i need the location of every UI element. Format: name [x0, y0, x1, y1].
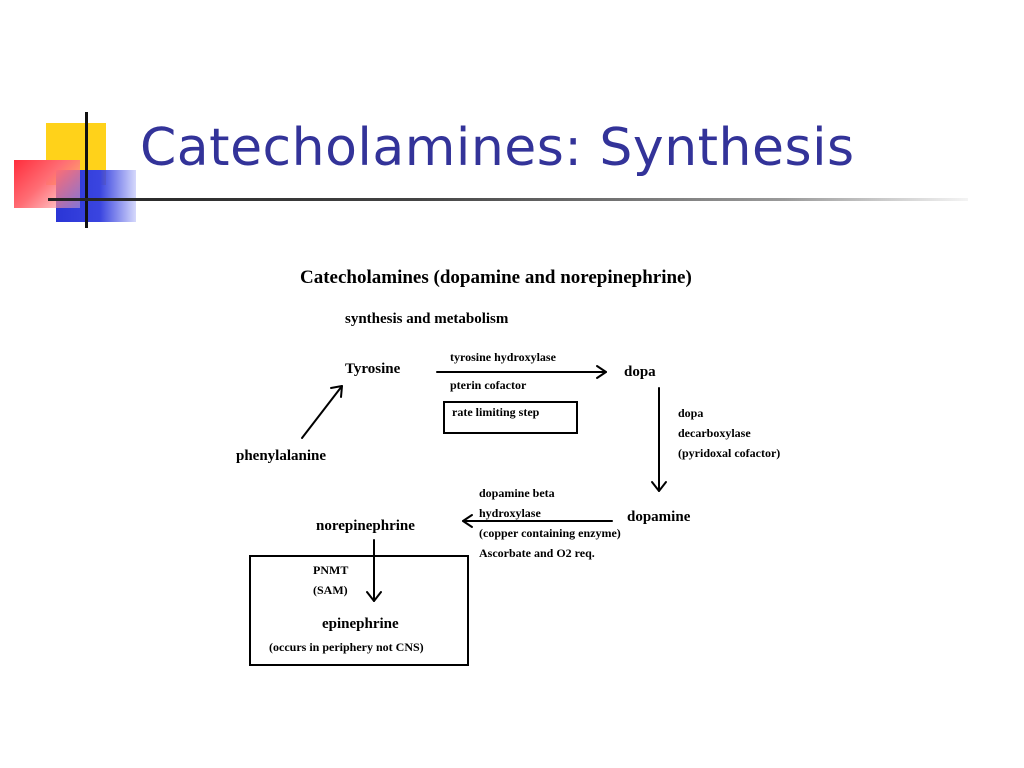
- title-underline: [48, 198, 968, 201]
- diagram-subheading: synthesis and metabolism: [345, 311, 509, 327]
- rate-limiting-box: [443, 401, 578, 434]
- label-dbh-line3: (copper containing enzyme): [479, 526, 621, 540]
- label-rate-limiting-step: rate limiting step: [452, 405, 540, 419]
- diagram-heading: Catecholamines (dopamine and norepinephr…: [300, 267, 692, 288]
- arrow-dopa-to-dopamine: [651, 387, 667, 492]
- label-dopa-decarboxylase-line2: decarboxylase: [678, 426, 751, 440]
- pnmt-box: [249, 555, 469, 666]
- label-pnmt: PNMT: [313, 563, 349, 577]
- node-dopa: dopa: [624, 364, 656, 380]
- label-dopa-decarboxylase-line1: dopa: [678, 406, 704, 420]
- slide-title: Catecholamines: Synthesis: [140, 118, 855, 178]
- arrow-dopamine-to-norepinephrine: [462, 514, 613, 528]
- arrow-phenylalanine-to-tyrosine: [301, 385, 343, 439]
- label-tyrosine-hydroxylase: tyrosine hydroxylase: [450, 350, 556, 364]
- arrow-tyrosine-to-dopa: [436, 365, 607, 379]
- label-dbh-line2: hydroxylase: [479, 506, 541, 520]
- node-epinephrine: epinephrine: [322, 616, 399, 632]
- label-dopa-decarboxylase-line3: (pyridoxal cofactor): [678, 446, 781, 460]
- node-phenylalanine: phenylalanine: [236, 448, 327, 464]
- label-dbh-line1: dopamine beta: [479, 486, 555, 500]
- node-tyrosine: Tyrosine: [345, 361, 401, 377]
- label-pterin-cofactor: pterin cofactor: [450, 378, 527, 392]
- label-sam: (SAM): [313, 583, 348, 597]
- label-dbh-line4: Ascorbate and O2 req.: [479, 546, 595, 560]
- node-norepinephrine: norepinephrine: [316, 518, 415, 534]
- arrow-norepinephrine-to-epinephrine: [366, 539, 382, 602]
- decor-vertical-line: [85, 112, 88, 228]
- label-periphery-note: (occurs in periphery not CNS): [269, 640, 424, 654]
- node-dopamine: dopamine: [627, 509, 691, 525]
